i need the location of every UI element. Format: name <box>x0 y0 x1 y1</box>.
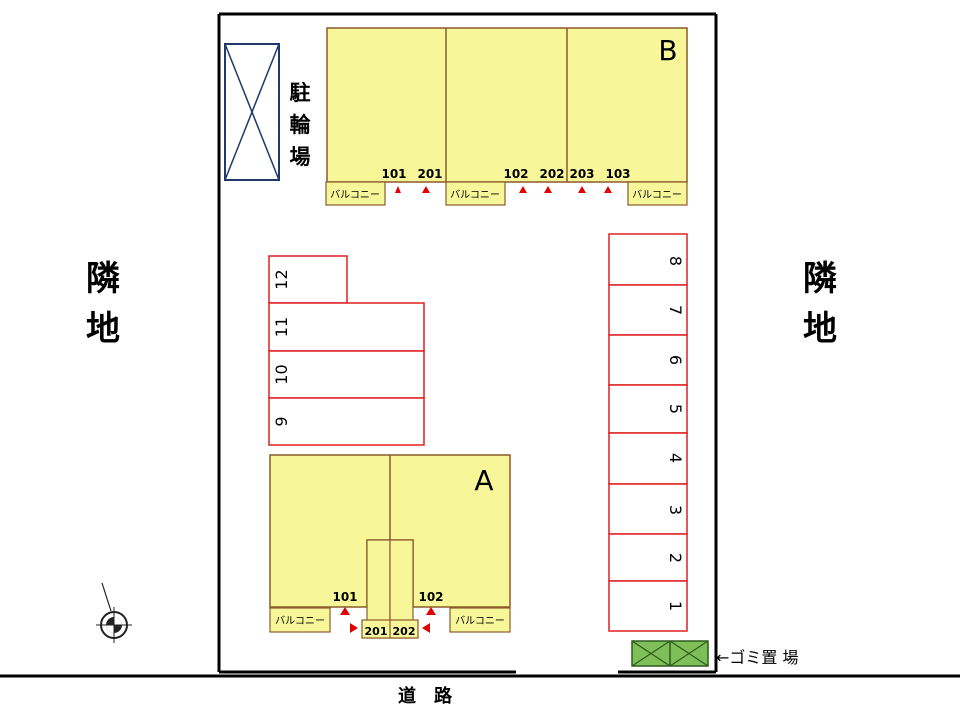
building-a-entrance-marker-101 <box>340 607 350 615</box>
bicycle-parking: 駐 輪 場 <box>224 43 312 181</box>
parking-space-10 <box>268 350 425 399</box>
parking-left <box>268 255 425 446</box>
building-b-balcony-2 <box>445 181 506 206</box>
bicycle-parking-label-1: 駐 <box>290 81 311 105</box>
parking-space-8 <box>608 233 688 286</box>
parking-space-1 <box>608 580 688 632</box>
parking-space-5-label: 5 <box>666 404 685 414</box>
neighbor-right-label-1: 隣 <box>803 259 837 299</box>
parking-space-12 <box>268 255 348 304</box>
bicycle-parking-cross-2 <box>224 43 280 181</box>
bicycle-parking-label-2: 輪 <box>290 113 312 137</box>
building-b-entrance-marker-103 <box>604 186 612 193</box>
garbage-cross-4 <box>669 640 709 667</box>
bicycle-parking-label-3: 場 <box>290 145 311 169</box>
building-a-entrance-marker-102 <box>426 607 436 615</box>
parking-space-11 <box>268 302 425 352</box>
parking-space-7 <box>608 284 688 336</box>
parking-space-12-label: 12 <box>272 269 291 289</box>
neighbor-right-label-2: 地 <box>803 309 837 349</box>
parking-space-6-label: 6 <box>666 355 685 365</box>
parking-space-6 <box>608 334 688 386</box>
parking-space-9-label: 9 <box>272 416 291 426</box>
parking-space-8-label: 8 <box>666 256 685 266</box>
building-a-unit-102: 102 <box>418 590 443 604</box>
parking-space-1-label: 1 <box>666 601 685 611</box>
building-a-entrance-marker-202 <box>422 623 430 633</box>
neighbor-left-label-2: 地 <box>86 309 120 349</box>
building-b-unit-202: 202 <box>539 167 564 181</box>
building-b-unit-102: 102 <box>503 167 528 181</box>
garbage-area: ←ゴミ置 場 <box>631 640 799 667</box>
building-b-balcony-1-label: バルコニー <box>330 189 380 201</box>
garbage-label: ←ゴミ置 場 <box>716 648 799 667</box>
parking-space-9 <box>268 397 425 446</box>
building-a-unit-101: 101 <box>332 590 357 604</box>
parking-right <box>608 233 688 632</box>
parking-space-7-label: 7 <box>666 305 685 315</box>
parking-space-10-label: 10 <box>272 364 291 384</box>
building-b-name: B <box>658 34 677 67</box>
building-a-balcony-1 <box>269 607 331 633</box>
building-a-balcony-1-label: バルコニー <box>275 615 325 627</box>
building-b-entrance-marker-203 <box>578 186 586 193</box>
building-a-entrance-marker-201 <box>350 623 358 633</box>
road-label: 道 路 <box>398 685 453 707</box>
building-a-name: A <box>474 464 493 497</box>
compass-icon <box>96 582 132 643</box>
parking-space-4-label: 4 <box>666 453 685 463</box>
parking-space-3 <box>608 483 688 535</box>
parking-space-5 <box>608 384 688 434</box>
garbage-cross-2 <box>631 640 671 667</box>
parking-space-11-label: 11 <box>272 317 291 337</box>
building-b: B バルコニー バルコニー バルコニー 101 201 102 202 203 … <box>325 27 688 206</box>
building-b-entrance-marker-202 <box>544 186 552 193</box>
building-b-entrance-marker-201 <box>422 186 430 193</box>
parking-space-2-label: 2 <box>666 553 685 563</box>
building-a-unit-202: 202 <box>393 625 416 638</box>
building-b-entrance-marker-102 <box>519 186 527 193</box>
neighbor-left-label-1: 隣 <box>86 259 120 299</box>
building-b-balcony-3 <box>627 181 688 206</box>
building-b-balcony-3-label: バルコニー <box>632 189 682 201</box>
building-b-unit-103: 103 <box>605 167 630 181</box>
building-b-entrance-marker-101 <box>395 186 401 193</box>
building-b-unit-201: 201 <box>417 167 442 181</box>
building-b-balcony-2-label: バルコニー <box>450 189 500 201</box>
building-b-body <box>326 27 688 183</box>
building-a-unit-201: 201 <box>365 625 388 638</box>
building-b-unit-101: 101 <box>381 167 406 181</box>
parking-space-3-label: 3 <box>666 505 685 515</box>
building-a-balcony-2-label: バルコニー <box>455 615 505 627</box>
building-b-balcony-1 <box>325 181 386 206</box>
building-a: A バルコニー バルコニー 101 102 201 202 <box>269 454 511 639</box>
parking-space-4 <box>608 432 688 485</box>
building-a-balcony-2 <box>449 607 511 633</box>
building-b-unit-203: 203 <box>569 167 594 181</box>
parking-space-2 <box>608 533 688 582</box>
